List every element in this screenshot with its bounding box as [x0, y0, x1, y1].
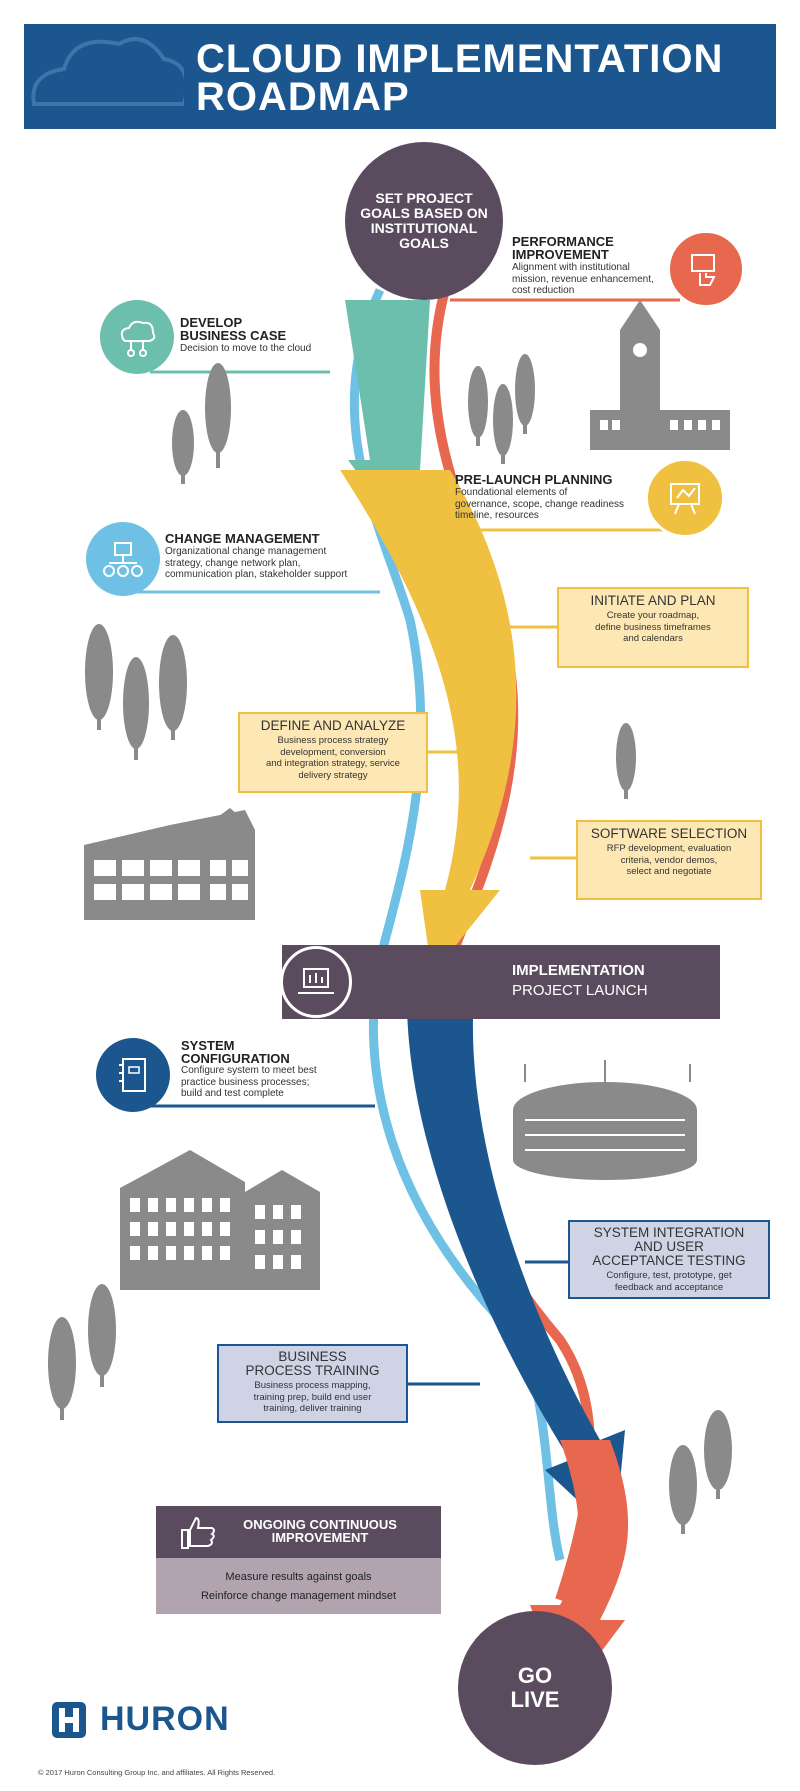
- software-selection-box: SOFTWARE SELECTION RFP development, eval…: [576, 820, 762, 900]
- tree-group-1: [48, 354, 732, 1534]
- system-configuration-text: Configure system to meet best practice b…: [181, 1065, 317, 1099]
- system-configuration-heading: SYSTEM CONFIGURATION: [181, 1038, 290, 1066]
- huron-logo-icon: [52, 1702, 86, 1738]
- system-integration-box: SYSTEM INTEGRATION AND USER ACCEPTANCE T…: [568, 1220, 770, 1299]
- business-case-text: Decision to move to the cloud: [180, 343, 312, 354]
- implementation-bar: [282, 945, 720, 1019]
- ongoing-improvement-header: [156, 1506, 441, 1558]
- software-text: RFP development, evaluation criteria, ve…: [606, 843, 732, 877]
- page-title: CLOUD IMPLEMENTATION ROADMAP: [196, 37, 724, 119]
- training-text: Business process mapping, training prep,…: [253, 1380, 372, 1414]
- campus-building: [84, 808, 255, 920]
- system-configuration-notebook-icon: [96, 1038, 170, 1112]
- business-case-cloud-icon: [100, 300, 174, 374]
- huron-logo: HURON: [100, 1700, 230, 1738]
- define-text: Business process strategy development, c…: [266, 735, 400, 781]
- performance-heading: PERFORMANCE IMPROVEMENT: [512, 234, 614, 262]
- initiate-heading: INITIATE AND PLAN: [590, 593, 716, 608]
- software-heading: SOFTWARE SELECTION: [590, 826, 748, 841]
- copyright-text: © 2017 Huron Consulting Group Inc. and a…: [38, 1768, 276, 1777]
- clocktower-building: [590, 300, 730, 450]
- performance-improvement-icon: [667, 230, 745, 308]
- training-heading: BUSINESS PROCESS TRAINING: [245, 1349, 380, 1378]
- define-and-analyze-box: DEFINE AND ANALYZE Business process stra…: [238, 712, 428, 793]
- change-management-heading: CHANGE MANAGEMENT: [165, 531, 320, 546]
- change-management-text: Organizational change management strateg…: [165, 546, 348, 580]
- business-process-training-box: BUSINESS PROCESS TRAINING Business proce…: [217, 1344, 408, 1423]
- implementation-subheading: PROJECT LAUNCH: [512, 982, 648, 999]
- initiate-and-plan-box: INITIATE AND PLAN Create your roadmap, d…: [557, 587, 749, 668]
- business-case-heading: DEVELOP BUSINESS CASE: [180, 315, 287, 343]
- integration-heading: SYSTEM INTEGRATION AND USER ACCEPTANCE T…: [592, 1225, 746, 1268]
- header-banner: [24, 24, 776, 129]
- roadmap-teal-segment: [345, 300, 440, 520]
- go-live-circle: GO LIVE: [458, 1611, 612, 1765]
- stadium-building: [513, 1060, 697, 1180]
- performance-text: Alignment with institutional mission, re…: [512, 262, 654, 296]
- pre-launch-easel-icon: [645, 458, 725, 538]
- laptop-icon: [280, 946, 352, 1018]
- ongoing-improvement-heading: ONGOING CONTINUOUS IMPROVEMENT: [243, 1517, 397, 1545]
- change-management-network-icon: [86, 522, 160, 596]
- start-goals-circle: SET PROJECT GOALS BASED ON INSTITUTIONAL…: [345, 142, 503, 300]
- define-heading: DEFINE AND ANALYZE: [260, 718, 406, 733]
- cloud-icon: [31, 37, 184, 106]
- pre-launch-heading: PRE-LAUNCH PLANNING: [455, 472, 613, 487]
- ongoing-improvement-body: [156, 1558, 441, 1614]
- office-building: [120, 1150, 320, 1290]
- roadmap-yellow-segment: [340, 470, 517, 975]
- pre-launch-text: Foundational elements of governance, sco…: [455, 487, 625, 521]
- ongoing-item: Measure results against goals: [225, 1571, 372, 1583]
- initiate-text: Create your roadmap, define business tim…: [595, 610, 711, 644]
- roadmap-navy-segment: [406, 950, 625, 1535]
- ongoing-item: Reinforce change management mindset: [200, 1590, 397, 1602]
- implementation-heading: IMPLEMENTATION: [512, 962, 645, 979]
- thumbs-up-icon: [181, 1516, 215, 1549]
- integration-text: Configure, test, prototype, get feedback…: [606, 1270, 732, 1293]
